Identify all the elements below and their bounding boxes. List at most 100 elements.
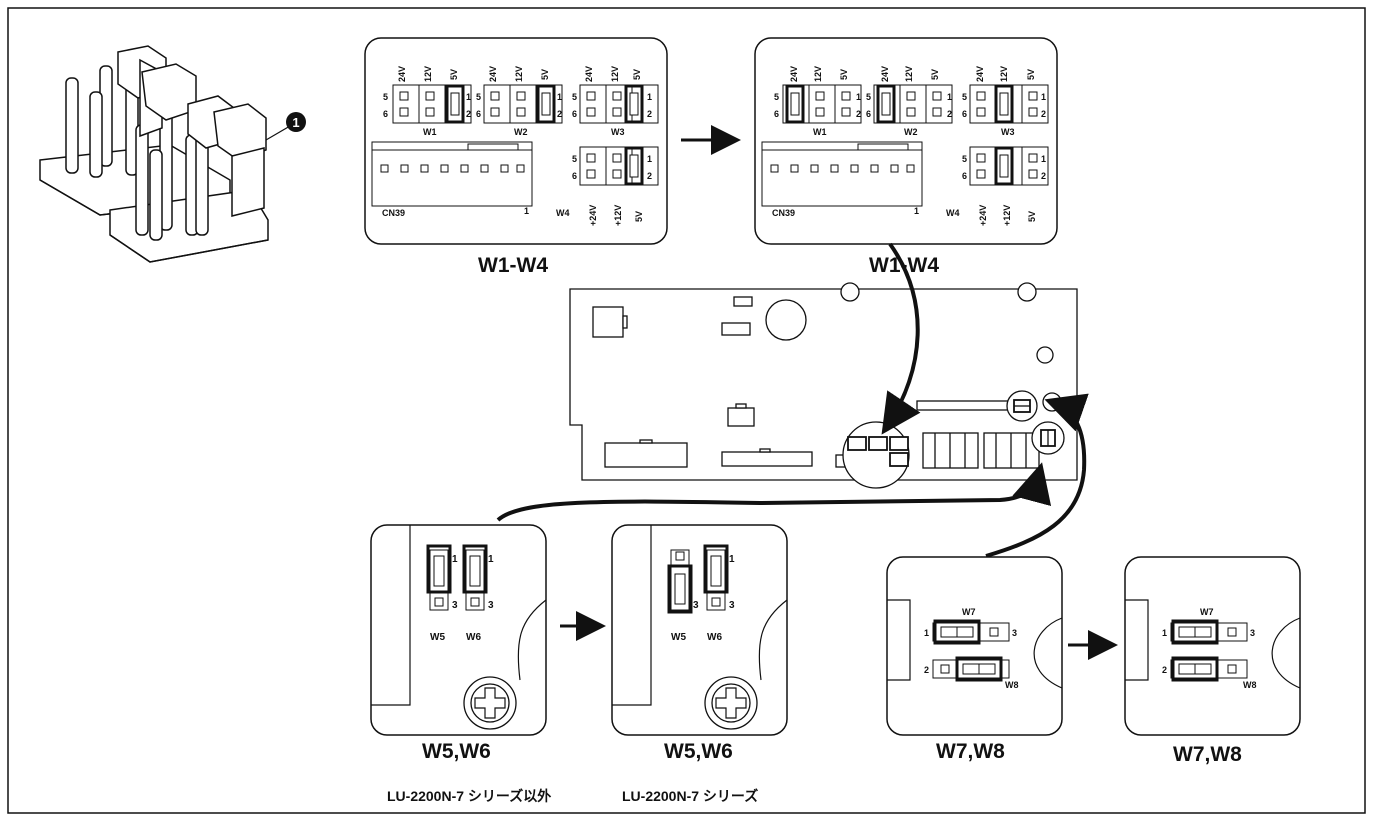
svg-text:1: 1 <box>524 206 529 216</box>
panel-w1w4-before: 24V 12V 5V 56 12 W1 24V 12V 5V 56 12 W2 <box>364 37 668 245</box>
note-w5w6-before: LU-2200N-7 シリーズ以外 <box>387 788 552 804</box>
svg-text:6: 6 <box>866 109 871 119</box>
svg-text:2: 2 <box>647 109 652 119</box>
svg-text:6: 6 <box>962 171 967 181</box>
svg-text:12V: 12V <box>813 66 823 82</box>
jumper-block-w4: 56 12 +24V +12V 5V W4 <box>556 146 659 226</box>
svg-text:5: 5 <box>476 92 481 102</box>
note-w5w6-after: LU-2200N-7 シリーズ <box>622 788 759 804</box>
svg-text:+24V: +24V <box>588 205 598 226</box>
svg-text:1: 1 <box>647 154 652 164</box>
svg-text:24V: 24V <box>584 66 594 82</box>
svg-text:5V: 5V <box>632 69 642 80</box>
svg-text:24V: 24V <box>880 66 890 82</box>
svg-text:5V: 5V <box>634 211 644 222</box>
svg-text:1: 1 <box>914 206 919 216</box>
svg-text:1: 1 <box>729 554 735 565</box>
caption-w7w8-before: W7,W8 <box>936 740 1005 763</box>
svg-text:3: 3 <box>729 600 735 611</box>
panel-w5w6-before: 1 3 1 3 W5 W6 <box>370 524 547 736</box>
jumper-block-w1-after: 24V 12V 5V 56 12 W1 <box>774 66 862 137</box>
svg-text:1: 1 <box>1041 154 1046 164</box>
svg-text:6: 6 <box>383 109 388 119</box>
svg-text:5: 5 <box>383 92 388 102</box>
connector-cn39-after: CN39 1 <box>761 141 923 218</box>
svg-text:+24V: +24V <box>978 205 988 226</box>
svg-text:W6: W6 <box>466 632 481 643</box>
svg-text:24V: 24V <box>975 66 985 82</box>
svg-text:5: 5 <box>572 92 577 102</box>
svg-text:2: 2 <box>647 171 652 181</box>
svg-text:W6: W6 <box>707 632 722 643</box>
svg-text:5V: 5V <box>839 69 849 80</box>
svg-text:6: 6 <box>476 109 481 119</box>
caption-w1w4-before: W1-W4 <box>478 254 548 277</box>
svg-text:5: 5 <box>962 92 967 102</box>
svg-text:W2: W2 <box>904 127 918 137</box>
jumper-illustration <box>39 45 269 263</box>
svg-text:5: 5 <box>774 92 779 102</box>
svg-text:1: 1 <box>1041 92 1046 102</box>
svg-text:5V: 5V <box>1027 211 1037 222</box>
svg-text:24V: 24V <box>397 66 407 82</box>
arrow-w7w8-to-board <box>985 393 1089 558</box>
svg-text:W4: W4 <box>946 208 960 218</box>
arrow-w1w4-to-board <box>881 242 921 435</box>
svg-text:1: 1 <box>947 92 952 102</box>
svg-text:2: 2 <box>557 109 562 119</box>
svg-text:W2: W2 <box>514 127 528 137</box>
svg-text:CN39: CN39 <box>772 208 795 218</box>
svg-text:5: 5 <box>962 154 967 164</box>
jumper-block-w1: 24V 12V 5V 56 12 W1 <box>383 66 472 137</box>
svg-text:1: 1 <box>557 92 562 102</box>
svg-text:W3: W3 <box>611 127 625 137</box>
svg-text:2: 2 <box>1041 171 1046 181</box>
svg-text:12V: 12V <box>904 66 914 82</box>
svg-text:6: 6 <box>774 109 779 119</box>
svg-text:W5: W5 <box>430 632 445 643</box>
svg-text:5: 5 <box>572 154 577 164</box>
panel-w1w4-after: 24V 12V 5V 56 12 W1 24V 12V 5V 56 12 W2 <box>754 37 1058 245</box>
jumper-block-w2: 24V 12V 5V 56 12 W2 <box>476 66 563 137</box>
svg-text:W7: W7 <box>1200 607 1214 617</box>
svg-text:W8: W8 <box>1243 680 1257 690</box>
caption-w1w4-after: W1-W4 <box>869 254 939 277</box>
panel-w5w6-after: 3 1 3 W5 W6 <box>611 524 788 736</box>
panel-w7w8-after: W7 1 3 2 W8 <box>1124 556 1301 736</box>
svg-text:12V: 12V <box>514 66 524 82</box>
main-circuit-board <box>569 282 1078 489</box>
arrow-w5w6-to-board <box>496 462 1052 522</box>
outer-frame <box>7 7 1366 814</box>
svg-text:1: 1 <box>488 554 494 565</box>
svg-text:1: 1 <box>452 554 458 565</box>
svg-text:+12V: +12V <box>613 205 623 226</box>
caption-w5w6-after: W5,W6 <box>664 740 733 763</box>
svg-text:1: 1 <box>1162 628 1167 638</box>
svg-text:6: 6 <box>572 109 577 119</box>
svg-text:5V: 5V <box>1026 69 1036 80</box>
connector-cn39: CN39 1 <box>371 141 533 218</box>
svg-text:5V: 5V <box>449 69 459 80</box>
svg-text:2: 2 <box>856 109 861 119</box>
svg-text:5: 5 <box>866 92 871 102</box>
svg-text:3: 3 <box>452 600 458 611</box>
panel-w7w8-before: W7 1 3 2 W8 <box>886 556 1063 736</box>
svg-text:2: 2 <box>947 109 952 119</box>
svg-text:1: 1 <box>924 628 929 638</box>
svg-text:12V: 12V <box>999 66 1009 82</box>
svg-text:1: 1 <box>647 92 652 102</box>
svg-text:12V: 12V <box>610 66 620 82</box>
svg-text:1: 1 <box>466 92 471 102</box>
svg-text:3: 3 <box>1250 628 1255 638</box>
callout-number: 1 <box>292 115 299 130</box>
svg-text:5V: 5V <box>930 69 940 80</box>
svg-text:1: 1 <box>856 92 861 102</box>
svg-text:3: 3 <box>488 600 494 611</box>
callout-badge <box>286 112 306 132</box>
jumper-block-w4-after: 5 6 1 2 +24V +12V 5V W4 <box>946 146 1049 226</box>
svg-text:+12V: +12V <box>1002 205 1012 226</box>
svg-text:3: 3 <box>693 600 699 611</box>
svg-text:CN39: CN39 <box>382 208 405 218</box>
svg-text:6: 6 <box>962 109 967 119</box>
